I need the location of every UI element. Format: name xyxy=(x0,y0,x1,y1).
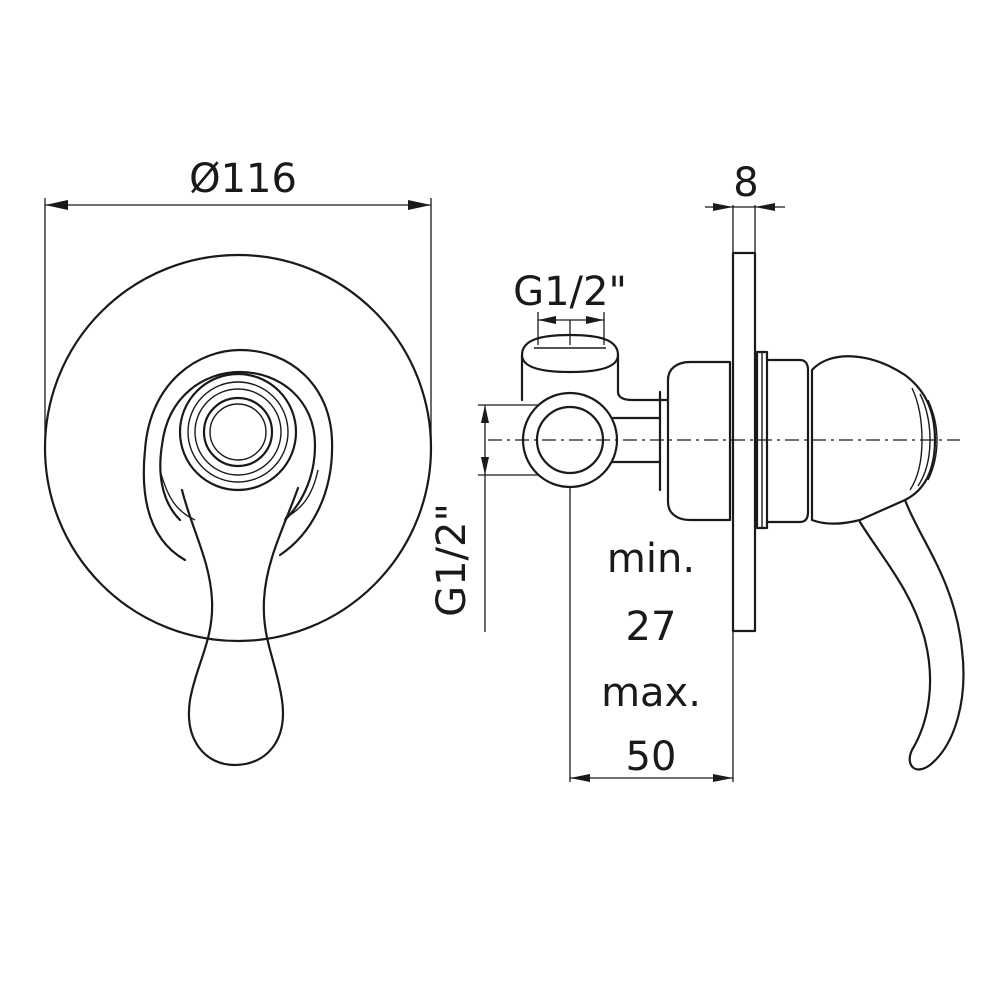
plate-diameter-label: Ø116 xyxy=(189,156,297,202)
handle-base-side xyxy=(765,358,810,524)
depth-max-label: max. xyxy=(601,670,701,716)
valve-elbow-cap xyxy=(520,333,620,374)
inlet-thread-label: G1/2" xyxy=(429,503,475,617)
cartridge-ring-5 xyxy=(209,403,267,461)
dimension-outlet-thread: G1/2" xyxy=(513,269,627,345)
depth-max-value: 50 xyxy=(626,734,677,780)
cover-plate-outline xyxy=(43,253,433,643)
cartridge-ring-4 xyxy=(202,396,274,468)
valve-elbow-top xyxy=(520,353,670,402)
handle-base-outer xyxy=(142,348,334,562)
cartridge-ring-2 xyxy=(187,381,289,483)
lever-handle-side xyxy=(858,498,965,771)
side-view xyxy=(488,251,965,771)
depth-min-label: min. xyxy=(607,536,695,582)
hub-ribs xyxy=(909,387,938,491)
valve-body-lower xyxy=(610,390,662,492)
dimension-plate-diameter: Ø116 xyxy=(44,156,432,440)
cartridge-ring-1 xyxy=(178,372,298,492)
front-view xyxy=(43,253,433,767)
dimension-inlet-thread: G1/2" xyxy=(429,404,538,632)
lever-handle xyxy=(180,486,300,767)
depth-min-value: 27 xyxy=(626,604,677,650)
valve-nut xyxy=(666,360,732,522)
outlet-ring-inner xyxy=(535,405,605,475)
wall-plate xyxy=(731,251,757,633)
handle-hub xyxy=(810,355,937,525)
cartridge-ring-3 xyxy=(194,388,282,476)
plate-thickness-label: 8 xyxy=(733,160,758,206)
handle-base-inner xyxy=(159,370,317,522)
outlet-thread-label: G1/2" xyxy=(513,269,627,315)
dimension-install-depth: min. 27 max. 50 xyxy=(569,487,734,782)
dimension-plate-thickness: 8 xyxy=(705,160,785,253)
